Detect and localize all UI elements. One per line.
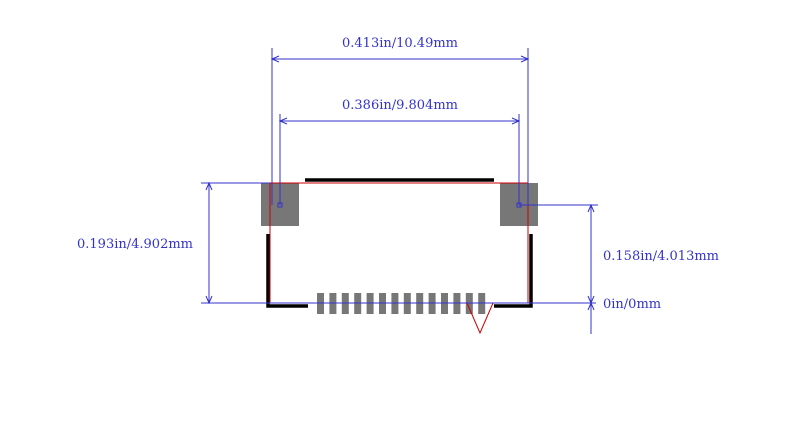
overall-height-arrow-top [205, 181, 213, 191]
body-outline-rect [269, 182, 529, 304]
origin-arrow-up [587, 301, 595, 311]
origin-label: 0in/0mm [603, 297, 661, 312]
inner-width-arrow-right [511, 117, 521, 125]
right-height-label: 0.158in/4.013mm [603, 249, 719, 264]
overall-width-label: 0.413in/10.49mm [342, 36, 458, 51]
overall-width-arrow-left [270, 55, 280, 63]
body-outline [269, 182, 529, 335]
right-height-arrow-top [587, 203, 595, 213]
dimension-lines [201, 48, 598, 334]
pin1-marker [466, 302, 494, 335]
inner-width-arrow-left [278, 117, 288, 125]
overall-height-label: 0.193in/4.902mm [77, 237, 193, 252]
silkscreen-left-bracket [266, 234, 308, 308]
overall-width-arrow-right [520, 55, 530, 63]
silkscreen-outline [266, 178, 533, 308]
silkscreen-right-bracket [494, 234, 533, 308]
inner-width-label: 0.386in/9.804mm [342, 98, 458, 113]
overall-height-arrow-bottom [205, 295, 213, 305]
inner-width-node-left [277, 202, 283, 208]
